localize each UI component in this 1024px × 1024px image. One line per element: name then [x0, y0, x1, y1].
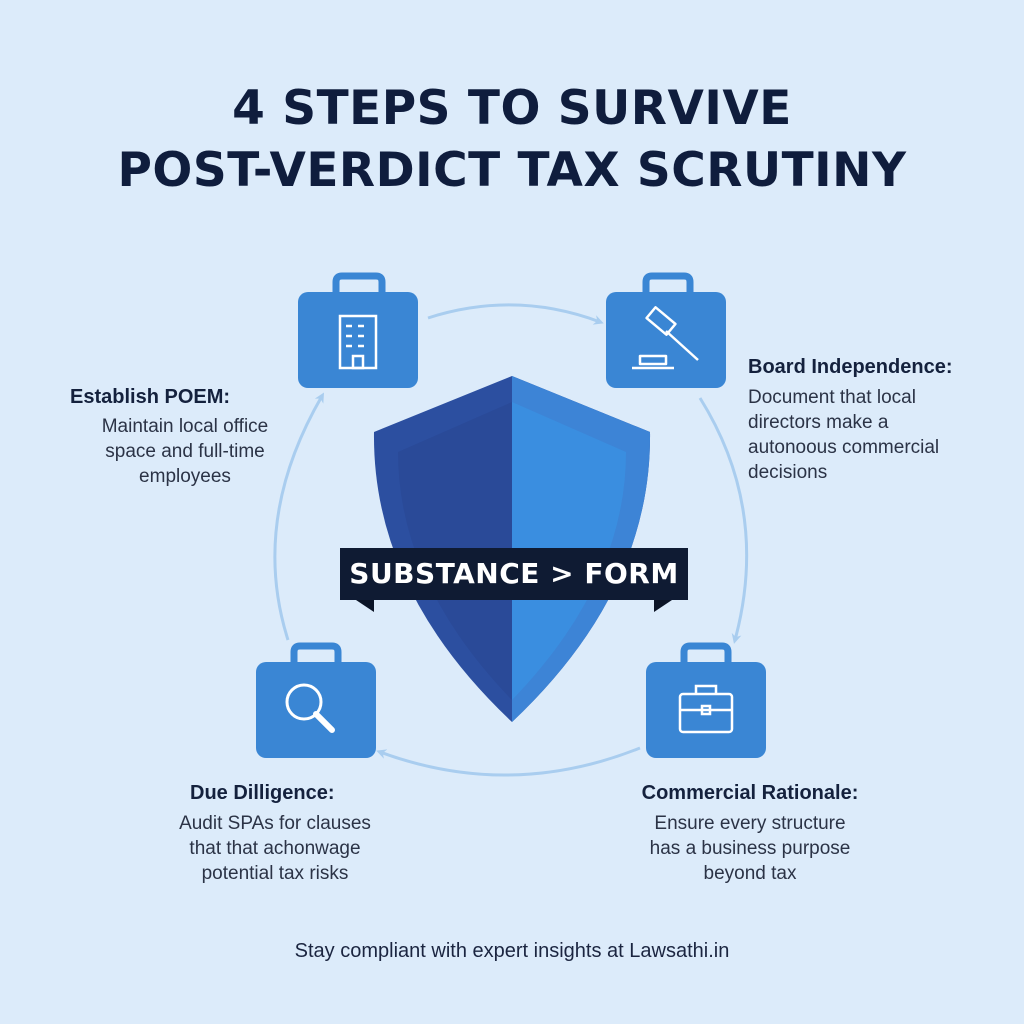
- step-heading: Establish POEM:: [70, 386, 231, 408]
- substance-over-form-banner: SUBSTANCE > FORM: [349, 557, 679, 590]
- step-commercial-rationale: Commercial Rationale: Ensure every struc…: [610, 780, 890, 886]
- footer-tagline: Stay compliant with expert insights at L…: [294, 940, 730, 962]
- arrow-commercial-to-due: [376, 746, 641, 777]
- briefcase-icon: [678, 684, 734, 734]
- step-card-poem: [298, 272, 418, 388]
- step-heading: Board Independence:: [748, 356, 953, 378]
- arrow-board-to-commercial: [698, 397, 749, 644]
- arrow-poem-to-board: [427, 303, 604, 325]
- step-due-diligence: Due Dilligence: Audit SPAs for clauses t…: [150, 780, 400, 886]
- step-board-independence: Board Independence: Document that local …: [748, 354, 988, 485]
- banner-ribbon: [340, 548, 688, 612]
- step-description: Document that local directors make a aut…: [748, 387, 940, 483]
- page-title: 4 STEPS TO SURVIVE POST-VERDICT TAX SCRU…: [0, 78, 1024, 202]
- gavel-icon: [632, 306, 699, 370]
- step-card-board: [606, 272, 726, 388]
- building-icon: [338, 314, 378, 370]
- step-establish-poem: Establish POEM: Maintain local office sp…: [70, 384, 300, 489]
- step-heading: Due Dilligence:: [190, 782, 335, 804]
- magnifier-icon: [285, 683, 335, 733]
- step-description: Maintain local office space and full-tim…: [101, 416, 269, 487]
- arrow-due-to-poem: [273, 392, 325, 641]
- title-line-1: 4 STEPS TO SURVIVE: [232, 81, 792, 136]
- step-heading: Commercial Rationale:: [641, 782, 859, 804]
- step-description: Ensure every structure has a business pu…: [649, 813, 851, 884]
- title-line-2: POST-VERDICT TAX SCRUTINY: [117, 143, 907, 198]
- step-card-due: [256, 642, 376, 758]
- step-card-commercial: [646, 642, 766, 758]
- step-description: Audit SPAs for clauses that that achonwa…: [179, 813, 371, 884]
